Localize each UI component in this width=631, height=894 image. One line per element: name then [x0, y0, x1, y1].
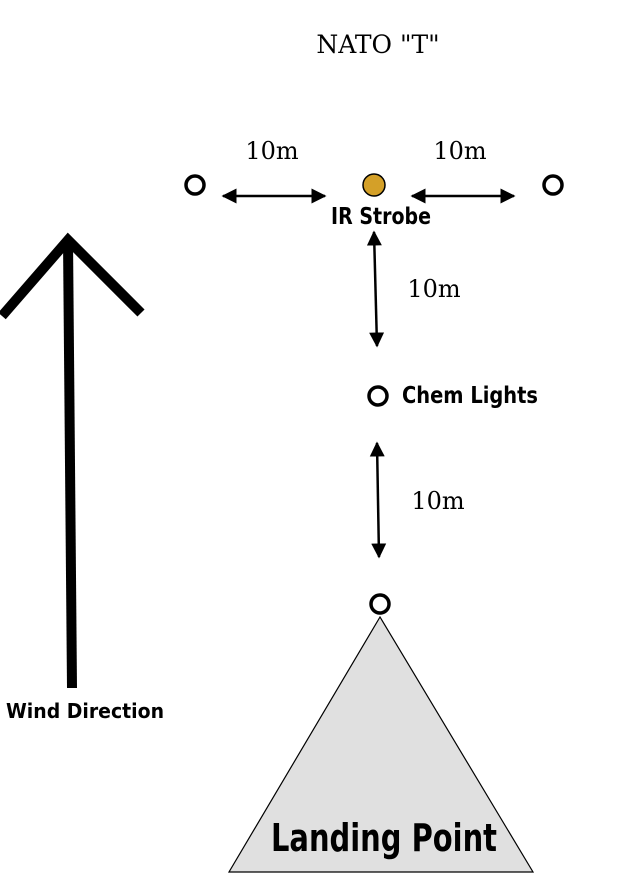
bottom-chem-light: [369, 593, 391, 615]
ir-strobe-light: [362, 173, 386, 197]
middle-chem-light: [367, 385, 389, 407]
lower-distance-label: 10m: [411, 487, 465, 515]
chem-lights-label: Chem Lights: [402, 383, 538, 409]
right-distance-label: 10m: [433, 137, 487, 165]
left-distance-label: 10m: [245, 137, 299, 165]
left-chem-light: [184, 174, 206, 196]
wind-direction-label: Wind Direction: [6, 699, 164, 723]
lower-distance-arrow: [369, 441, 387, 559]
diagram-title: NATO "T": [316, 30, 439, 59]
landing-point-label: Landing Point: [271, 816, 497, 860]
upper-distance-arrow: [366, 230, 385, 348]
landing-zone-triangle: [227, 615, 535, 873]
wind-direction-arrow: [0, 232, 145, 689]
upper-distance-label: 10m: [407, 275, 461, 303]
right-chem-light: [542, 174, 564, 196]
ir-strobe-label: IR Strobe: [331, 204, 431, 230]
